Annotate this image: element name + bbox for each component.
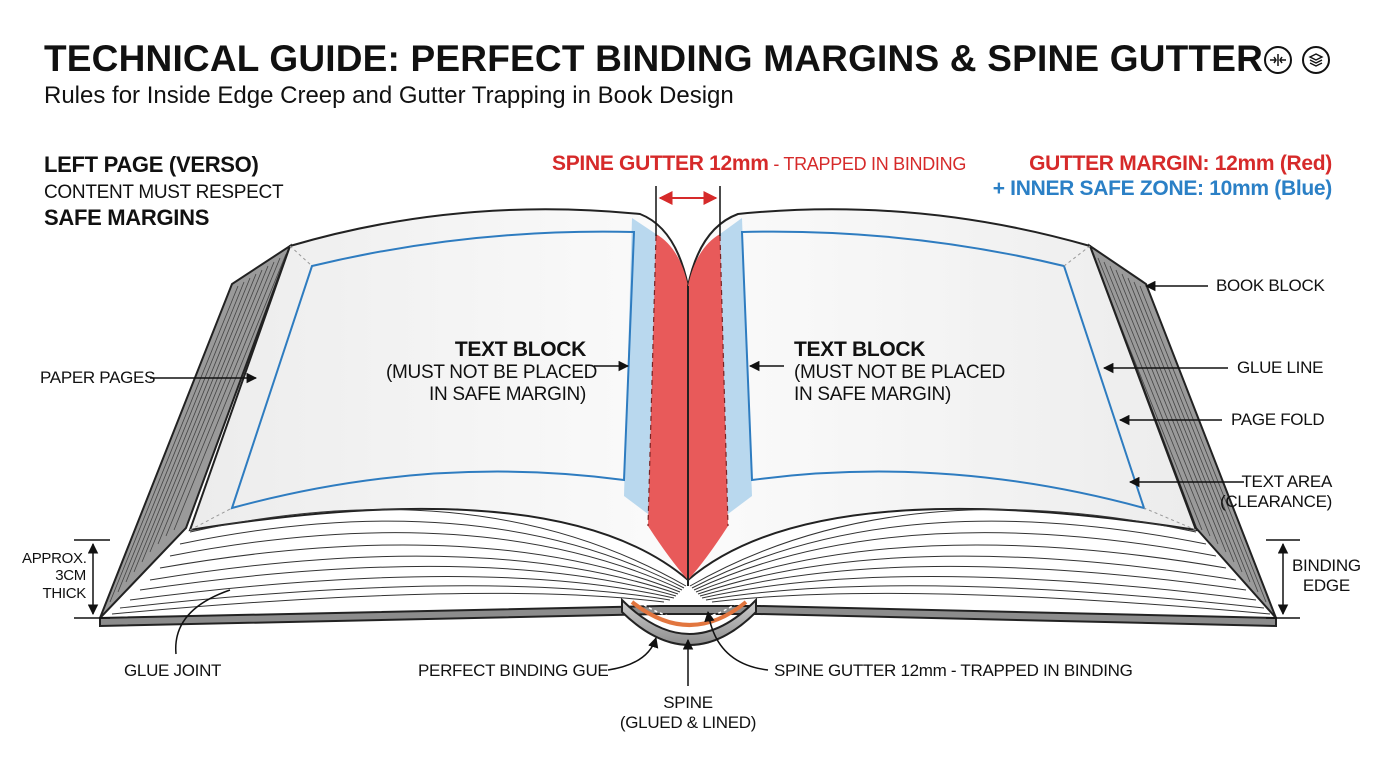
binding-edge-line2: EDGE (1302, 575, 1350, 595)
spine-label: SPINE (GLUED & LINED) (618, 693, 758, 732)
layers-icon[interactable] (1302, 46, 1330, 74)
text-block-left-line2: IN SAFE MARGIN) (428, 383, 586, 405)
thickness-line3: THICK (42, 584, 86, 602)
text-area-label: TEXT AREA (CLEARANCE) (1220, 472, 1332, 511)
spine-gutter-bottom-label: SPINE GUTTER 12mm - TRAPPED IN BINDING (774, 661, 1133, 680)
spine-gutter-top-label: SPINE GUTTER 12mm - TRAPPED IN BINDING (552, 152, 966, 176)
thickness-line2: 3CM (55, 567, 86, 585)
text-block-left-title: TEXT BLOCK (454, 338, 586, 361)
compress-arrows-icon[interactable] (1264, 46, 1292, 74)
spine-line1: SPINE (663, 693, 713, 712)
page-title: TECHNICAL GUIDE: PERFECT BINDING MARGINS… (44, 38, 1264, 79)
glue-line-label: GLUE LINE (1237, 358, 1324, 377)
right-page-edges (1087, 243, 1277, 619)
glue-joint-label: GLUE JOINT (124, 661, 222, 680)
spine-line2: (GLUED & LINED) (619, 712, 757, 732)
left-gutter-strip (648, 234, 688, 580)
left-page (111, 208, 689, 615)
left-page-line2: CONTENT MUST RESPECT (44, 182, 284, 203)
right-gutter-strip (688, 234, 728, 580)
text-block-left-line1: (MUST NOT BE PLACED (386, 362, 598, 384)
book-cover (99, 597, 1277, 646)
inner-safe-zone-label: + INNER SAFE ZONE: 10mm (Blue) (992, 177, 1333, 200)
page-fold-label: PAGE FOLD (1231, 410, 1325, 429)
perfect-binding-label: PERFECT BINDING GUE (418, 661, 609, 680)
gutter-dimension (655, 186, 721, 236)
right-page-surface (687, 208, 1198, 583)
left-page-heading: LEFT PAGE (VERSO) (44, 152, 259, 177)
spine-gutter-top-bold: SPINE GUTTER 12mm (552, 152, 769, 175)
right-text-area-outline (740, 230, 1146, 510)
thickness-label: APPROX. 3CM THICK (22, 550, 87, 602)
left-text-area-outline (230, 230, 636, 510)
thickness-line1: APPROX. (22, 550, 87, 567)
text-area-line1: TEXT AREA (1241, 472, 1332, 491)
gutter-margin-label: GUTTER MARGIN: 12mm (Red) (1029, 152, 1332, 175)
right-page (687, 208, 1271, 615)
page-subtitle: Rules for Inside Edge Creep and Gutter T… (44, 82, 734, 109)
binding-edge-label: BINDING EDGE (1292, 556, 1361, 595)
callout-arrows (74, 280, 1300, 686)
left-page-line3: SAFE MARGINS (44, 205, 210, 230)
spine-glue-lining (630, 600, 748, 627)
book-block-label: BOOK BLOCK (1216, 276, 1325, 295)
left-page-surface (188, 208, 689, 583)
spine-gutter-top-rest: - TRAPPED IN BINDING (768, 154, 967, 174)
text-block-right-title: TEXT BLOCK (794, 338, 926, 361)
text-block-right: TEXT BLOCK (MUST NOT BE PLACED IN SAFE M… (794, 338, 1014, 406)
paper-pages-label: PAPER PAGES (40, 368, 156, 387)
cover-base (99, 605, 1277, 628)
binding-edge-line1: BINDING (1292, 556, 1361, 575)
text-block-right-line1: (MUST NOT BE PLACED (794, 362, 1006, 384)
text-block-right-line2: IN SAFE MARGIN) (794, 383, 952, 405)
text-area-line2: (CLEARANCE) (1220, 491, 1332, 511)
text-block-left: TEXT BLOCK (MUST NOT BE PLACED IN SAFE M… (386, 338, 598, 406)
